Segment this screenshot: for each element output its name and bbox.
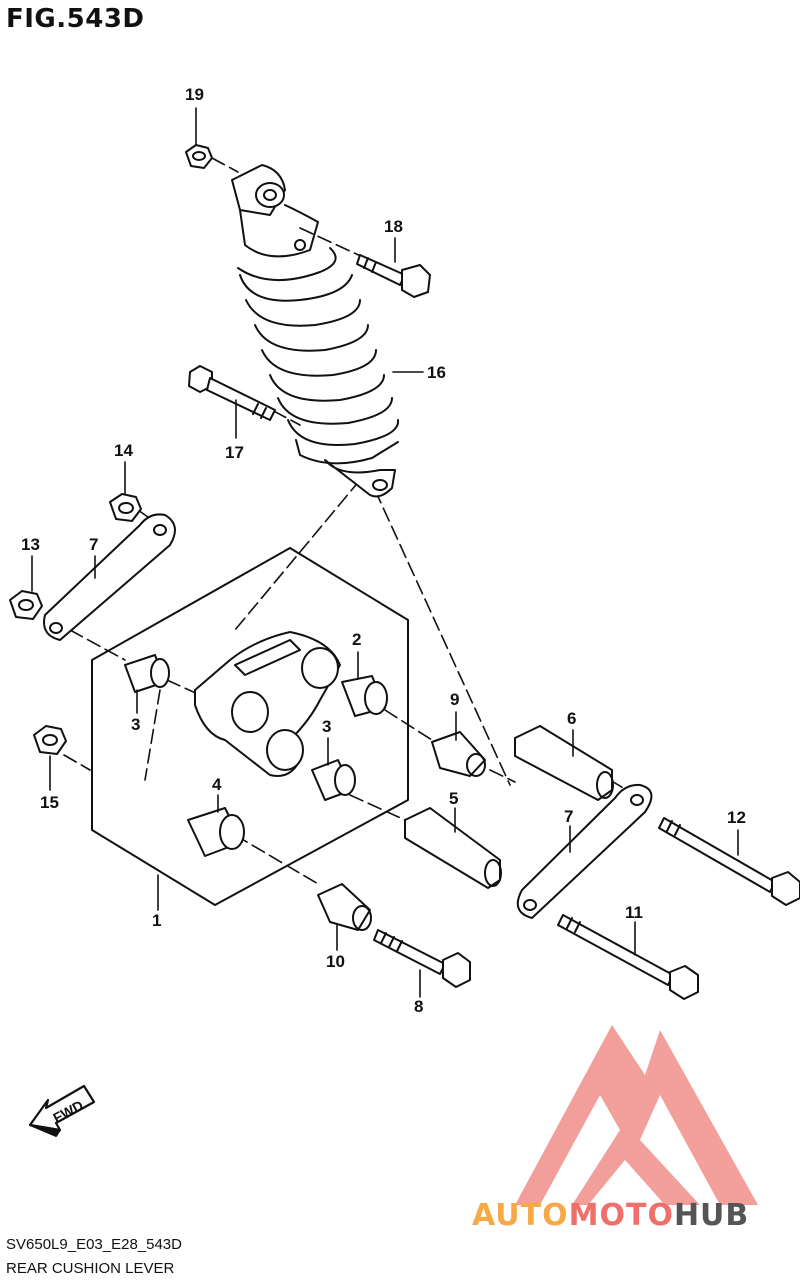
bolt-17 <box>188 365 276 421</box>
callout-3-left: 3 <box>131 715 140 734</box>
bolt-11 <box>557 914 699 1000</box>
leader-lines <box>31 107 739 998</box>
callout-8: 8 <box>414 997 423 1016</box>
cushion-lever-1 <box>194 631 341 777</box>
collar-10 <box>317 883 372 931</box>
callout-18: 18 <box>384 217 403 236</box>
callout-4: 4 <box>212 775 222 794</box>
link-rod-7-lower <box>516 783 653 919</box>
fwd-arrow-icon <box>28 1084 96 1137</box>
link-rod-7-upper <box>43 513 176 641</box>
callout-14: 14 <box>114 441 133 460</box>
callout-7-upper: 7 <box>89 535 98 554</box>
callout-9: 9 <box>450 690 459 709</box>
watermark-part-moto: MOTO <box>568 1198 674 1233</box>
callout-7-lower: 7 <box>564 807 573 826</box>
callout-3-right: 3 <box>322 717 331 736</box>
callout-15: 15 <box>40 793 59 812</box>
shock-absorber-16 <box>231 164 400 498</box>
sleeve-5 <box>404 807 502 889</box>
callout-1: 1 <box>152 911 161 930</box>
figure-caption: REAR CUSHION LEVER <box>6 1260 175 1277</box>
callout-6: 6 <box>567 709 576 728</box>
bearing-2 <box>341 675 388 717</box>
figure-title: FIG.543D <box>6 4 145 34</box>
callout-19: 19 <box>185 85 204 104</box>
bolt-12 <box>658 817 800 906</box>
callout-2: 2 <box>352 630 361 649</box>
callout-5: 5 <box>449 789 458 808</box>
figure-code: SV650L9_E03_E28_543D <box>6 1236 182 1253</box>
callout-17: 17 <box>225 443 244 462</box>
nut-19 <box>185 144 213 169</box>
nut-14 <box>109 493 142 522</box>
watermark-wordmark: AUTOMOTOHUB <box>472 1198 749 1233</box>
callout-13: 13 <box>21 535 40 554</box>
watermark-part-auto: AUTO <box>472 1198 569 1233</box>
bolt-18 <box>356 254 431 298</box>
nut-13 <box>9 590 43 620</box>
callout-11: 11 <box>625 903 643 922</box>
callout-labels: 19 18 16 17 14 13 7 3 2 3 4 9 6 5 7 12 1… <box>21 85 746 1126</box>
callout-10: 10 <box>326 952 345 971</box>
sleeve-6 <box>514 725 614 801</box>
bearing-4 <box>187 807 245 857</box>
nut-15 <box>33 725 67 755</box>
bearing-3-right <box>311 759 356 801</box>
group-outline <box>91 547 409 906</box>
bearing-3-left <box>124 654 170 693</box>
collar-9 <box>431 731 486 777</box>
callout-16: 16 <box>427 363 446 382</box>
bolt-8 <box>373 929 471 988</box>
callout-12: 12 <box>727 808 746 827</box>
watermark-part-hub: HUB <box>673 1198 750 1233</box>
watermark-logo <box>515 1025 758 1205</box>
